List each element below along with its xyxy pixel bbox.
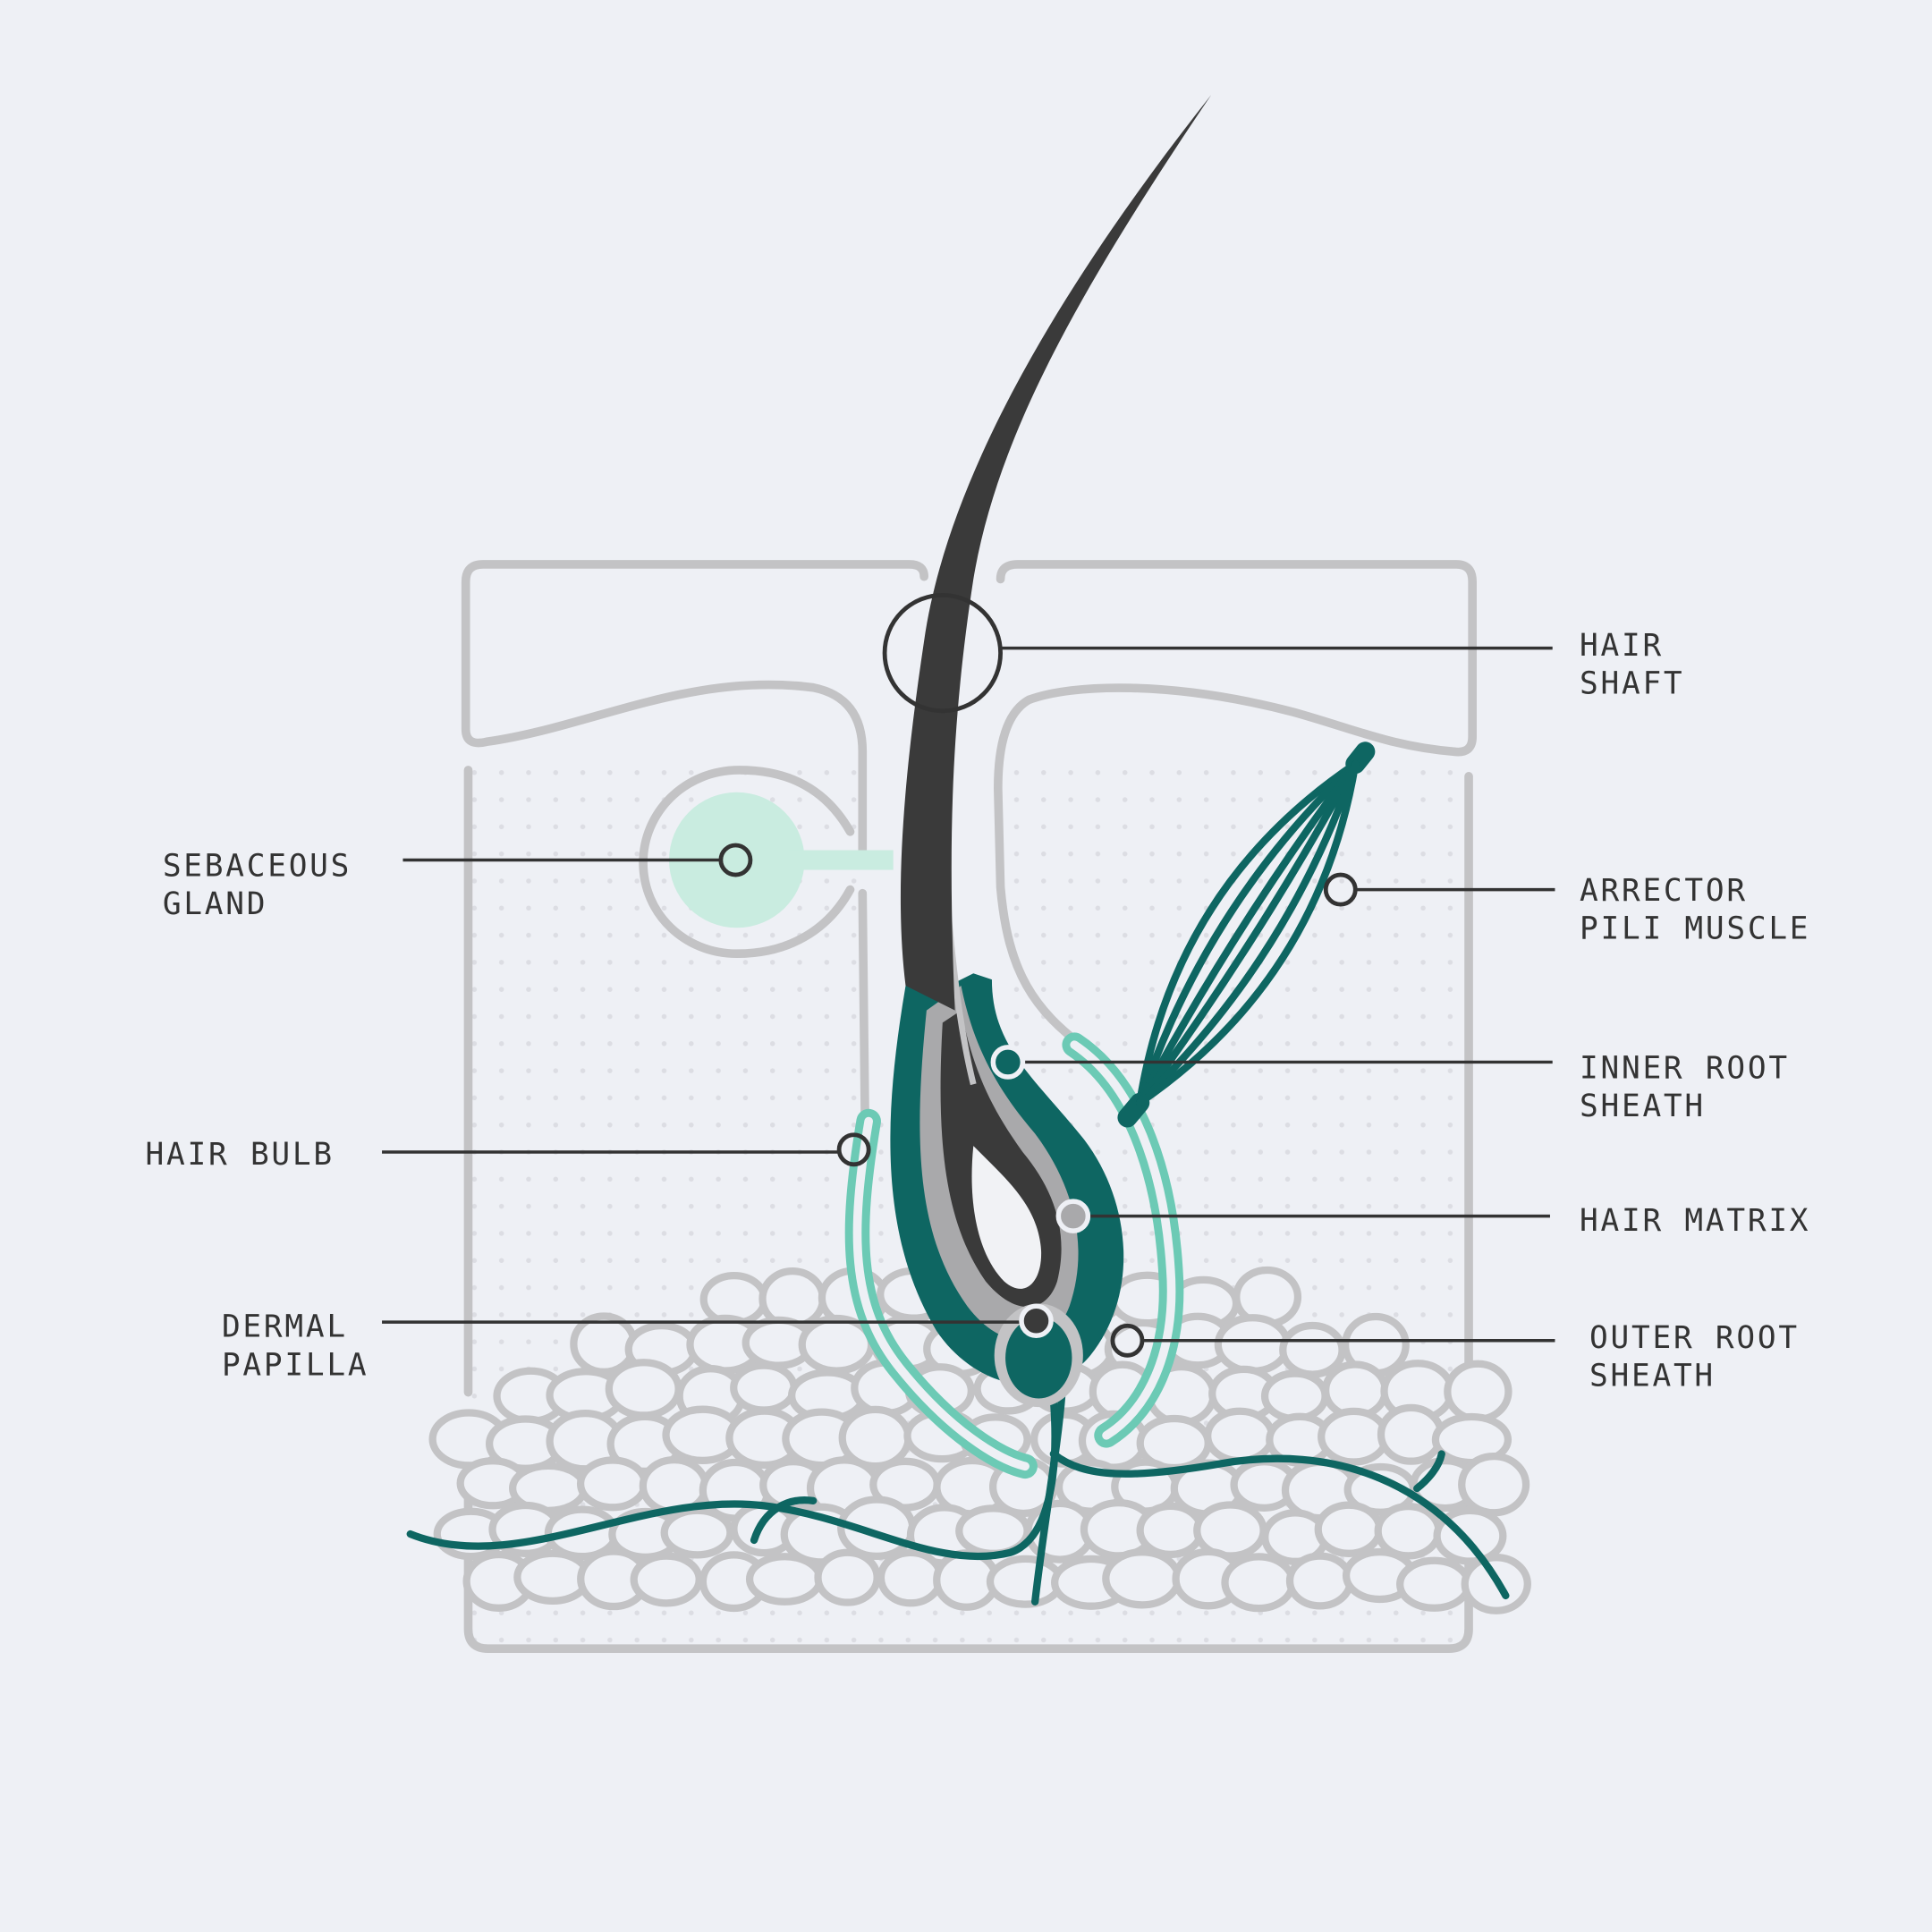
fat-cell: [1204, 1407, 1276, 1465]
fat-cell: [877, 1548, 945, 1607]
fat-cell: [1444, 1360, 1513, 1423]
fat-cell: [1102, 1548, 1182, 1609]
pointer-circle: [990, 1045, 1026, 1080]
fat-cell: [730, 1361, 798, 1414]
pointer-circle: [718, 843, 753, 877]
fat-cell: [1396, 1556, 1472, 1612]
nerve-fibers: [406, 1388, 1510, 1606]
pointer-circle: [1055, 1199, 1091, 1233]
fat-cell: [798, 1314, 876, 1375]
label-line: PILI MUSCLE: [1580, 911, 1810, 947]
label-line: HAIR: [1580, 628, 1664, 664]
fat-cell: [630, 1552, 703, 1607]
label-dermal-papilla: DERMAL PAPILLA: [222, 1303, 1054, 1383]
fat-cell: [605, 1359, 682, 1419]
fat-cell: [1221, 1553, 1297, 1613]
fat-cell: [660, 1506, 734, 1559]
fat-cell: [745, 1553, 824, 1606]
label-inner-root-sheath: INNER ROOT SHEATH: [990, 1045, 1790, 1124]
fat-cell: [1279, 1321, 1346, 1378]
epidermis: [461, 560, 1477, 1120]
fat-cell: [1374, 1503, 1443, 1560]
label-hair-matrix: HAIR MATRIX: [1055, 1199, 1810, 1239]
label-line: HAIR BULB: [146, 1137, 335, 1173]
label-line: OUTER ROOT: [1589, 1320, 1800, 1356]
pointer-circle: [836, 1132, 871, 1167]
fat-cell: [986, 1555, 1064, 1608]
label-hair-shaft: HAIR SHAFT: [882, 592, 1684, 714]
pointer-circle: [1019, 1303, 1054, 1339]
label-arrector-pili-muscle: ARRECTOR PILI MUSCLE: [1323, 872, 1810, 947]
label-line: SHEATH: [1580, 1089, 1706, 1124]
fat-cell: [814, 1548, 881, 1606]
label-line: GLAND: [163, 886, 267, 922]
fat-cell: [1458, 1453, 1530, 1517]
label-line: PAPILLA: [222, 1347, 369, 1383]
hair-bulb: [890, 591, 1124, 1385]
fat-cell: [1285, 1552, 1354, 1610]
fat-cell: [1318, 1407, 1391, 1466]
label-line: INNER ROOT: [1580, 1050, 1790, 1086]
fat-cell: [576, 1456, 649, 1512]
label-sebaceous-gland: SEBACEOUS GLAND: [163, 843, 753, 922]
label-line: ARRECTOR: [1580, 873, 1748, 909]
dermal-papilla: [994, 1303, 1083, 1408]
arrector-pili-muscle: [1117, 741, 1376, 1128]
label-hair-bulb: HAIR BULB: [146, 1132, 871, 1173]
sebaceous-gland: [639, 766, 894, 959]
label-line: SHEATH: [1589, 1359, 1716, 1394]
fat-cell: [1136, 1502, 1205, 1559]
label-line: HAIR MATRIX: [1580, 1203, 1810, 1239]
label-outer-root-sheath: OUTER ROOT SHEATH: [1110, 1320, 1800, 1394]
pointer-circle: [882, 592, 1003, 714]
label-line: DERMAL: [222, 1309, 348, 1345]
outer-root-sheath: [844, 1032, 1184, 1479]
fat-cell: [1214, 1314, 1292, 1376]
label-line: SEBACEOUS: [163, 848, 352, 884]
pointer-circle: [1110, 1323, 1145, 1358]
label-line: SHAFT: [1580, 666, 1684, 702]
fat-cell: [1377, 1403, 1445, 1465]
hair-shaft: [900, 95, 1212, 1011]
fat-cell: [1314, 1501, 1384, 1557]
fat-cell: [1260, 1369, 1329, 1423]
